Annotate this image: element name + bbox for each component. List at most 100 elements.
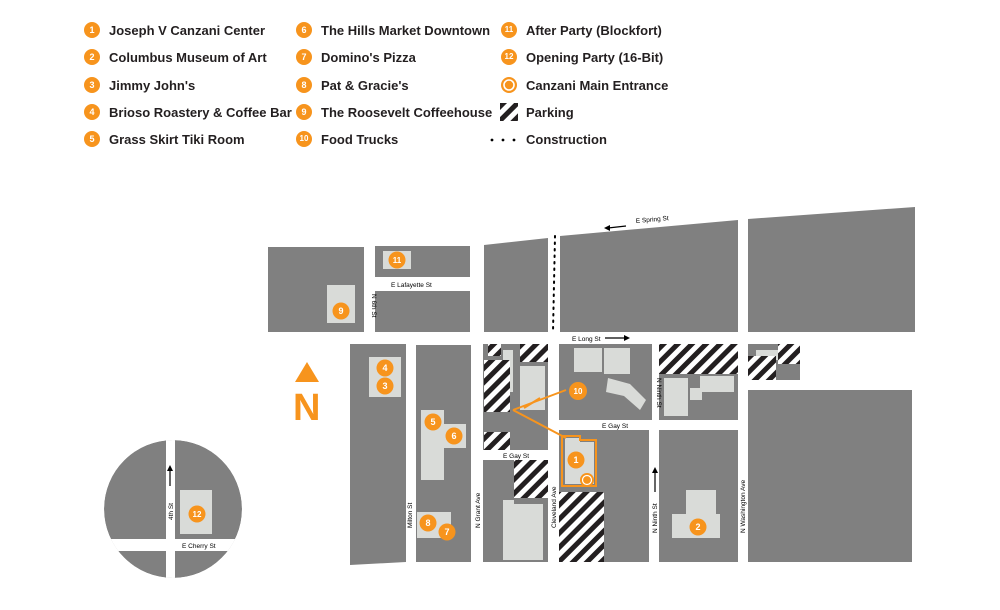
street-label-milton: Milton St [407,503,414,528]
city-block [375,291,470,332]
legend-item-10: 10 Food Trucks [295,129,398,149]
svg-text:6: 6 [451,431,456,441]
canzani-outline [561,435,597,487]
svg-text:1: 1 [573,455,578,465]
marker-badge: 5 [84,131,100,147]
north-arrow-icon [295,362,319,382]
legend-label: Brioso Roastery & Coffee Bar [109,104,292,120]
one-way-arrowhead [604,225,610,231]
map-marker-9[interactable]: 9 [332,302,350,320]
canzani-main-entrance-icon[interactable] [580,473,594,487]
marker-badge: 10 [296,131,312,147]
legend-item-parking: Parking [500,102,574,122]
parking-lot [484,360,510,412]
map-marker-1[interactable]: 1 [567,451,585,469]
building [700,376,734,392]
marker-badge: 7 [296,49,312,65]
map-marker-10[interactable]: 10 [569,382,587,400]
street-label-6th: N 6th St [370,294,377,318]
one-way-arrow [607,225,627,229]
parking-lot [520,344,548,362]
map-marker-8[interactable]: 8 [419,514,437,532]
north-label: N [293,387,320,429]
building [604,348,630,374]
street-label-ninth-upper: N Ninth St [655,378,662,408]
building [756,350,780,360]
parking-lot [559,492,604,562]
one-way-arrowhead [167,465,173,471]
legend-item-4: 4 Brioso Roastery & Coffee Bar [83,102,292,122]
legend-label: Parking [526,104,574,120]
marker-badge: 2 [84,49,100,65]
map-marker-6[interactable]: 6 [445,427,463,445]
marker-badge: 1 [84,22,100,38]
map-marker-4[interactable]: 4 [376,359,394,377]
legend-label: Opening Party (16-Bit) [526,49,664,65]
legend-label: Food Trucks [321,131,399,147]
parking-lot [514,460,548,498]
marker-badge: 6 [296,22,312,38]
city-block [560,220,738,332]
legend-item-2: 2 Columbus Museum of Art [83,47,267,67]
map-marker-12[interactable]: 12 [188,505,206,523]
map-marker-7[interactable]: 7 [438,523,456,541]
marker-badge: 12 [501,49,517,65]
street-label-grant: N Grant Ave [475,492,482,528]
main-entrance-icon [501,77,517,93]
svg-text:12: 12 [193,510,202,519]
legend-item-construction: Construction [488,129,607,149]
food-truck-path [512,389,567,411]
svg-text:3: 3 [382,381,387,391]
construction-icon [490,138,516,142]
legend-item-1: 1 Joseph V Canzani Center [83,20,265,40]
svg-text:5: 5 [430,417,435,427]
legend-label: Joseph V Canzani Center [109,22,266,38]
parking-lot [748,356,776,380]
one-way-arrowhead [624,335,630,341]
marker-badge: 11 [501,22,517,38]
legend-label: The Hills Market Downtown [321,22,491,38]
building [503,500,543,560]
street-label-gay-east: E Gay St [602,423,628,430]
legend-label: Pat & Gracie's [321,77,409,93]
food-truck-path [523,397,541,409]
legend-label: Columbus Museum of Art [109,49,267,65]
legend-item-8: 8 Pat & Gracie's [295,75,409,95]
svg-text:2: 2 [695,522,700,532]
map-marker-11[interactable]: 11 [388,251,406,269]
map-legend: 1 Joseph V Canzani Center 2 Columbus Mus… [0,0,1000,160]
parking-lot [778,344,800,364]
street-label-washington: N Washington Ave [740,480,747,533]
street-label-4th: 4th St [168,503,175,520]
legend-label: After Party (Blockfort) [526,22,662,38]
legend-item-9: 9 The Roosevelt Coffeehouse [295,102,492,122]
map-marker-3[interactable]: 3 [376,377,394,395]
svg-text:8: 8 [425,518,430,528]
legend-item-entrance: Canzani Main Entrance [500,75,668,95]
street-label-lafayette: E Lafayette St [391,282,432,289]
street-label-ninth-lower: N Ninth St [652,503,659,533]
legend-item-7: 7 Domino's Pizza [295,47,416,67]
city-block [748,390,912,562]
map-marker-5[interactable]: 5 [424,413,442,431]
parking-lot [484,432,510,450]
legend-item-11: 11 After Party (Blockfort) [500,20,662,40]
street-label-long: E Long St [572,336,601,343]
legend-label: Construction [526,131,607,147]
legend-item-6: 6 The Hills Market Downtown [295,20,490,40]
legend-label: Jimmy John's [109,77,196,93]
svg-text:9: 9 [338,306,343,316]
marker-badge: 9 [296,104,312,120]
legend-item-12: 12 Opening Party (16-Bit) [500,47,663,67]
legend-item-5: 5 Grass Skirt Tiki Room [83,129,245,149]
building [664,378,688,416]
street-label-spring: E Spring St [636,215,670,225]
building [606,378,646,410]
building [690,388,702,400]
city-block [484,238,548,332]
construction-line [552,235,556,333]
svg-text:10: 10 [574,387,583,396]
street-label-cherry: E Cherry St [182,543,216,550]
parking-lot [659,344,738,374]
map-marker-2[interactable]: 2 [689,518,707,536]
